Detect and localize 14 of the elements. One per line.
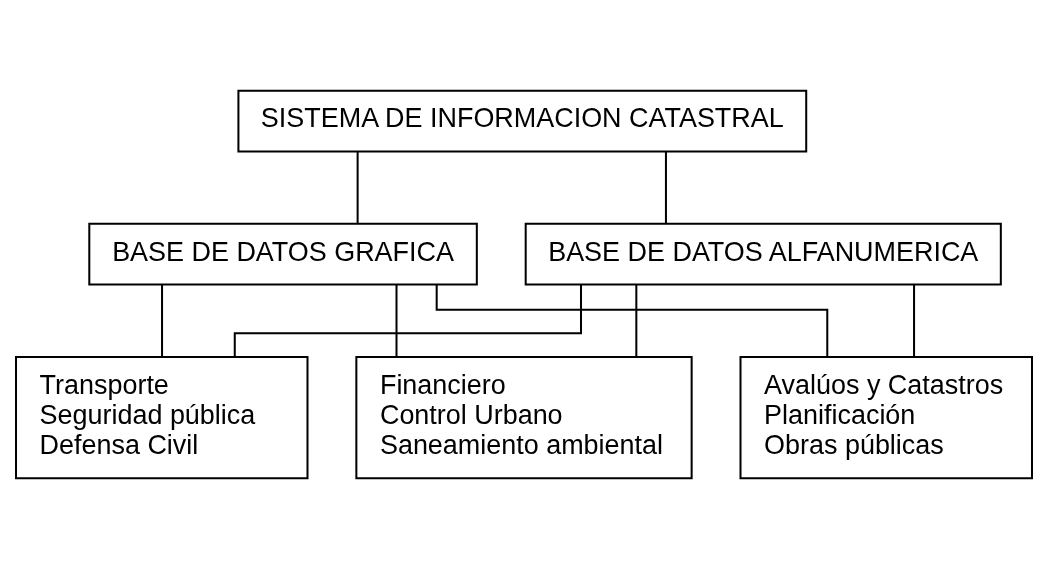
node-box: SISTEMA DE INFORMACION CATASTRAL: [237, 89, 808, 153]
node-box: Avalúos y Catastros Planificación Obras públicas: [739, 355, 1033, 480]
connector: [356, 151, 359, 224]
connector: [395, 284, 398, 357]
connector: [635, 284, 638, 357]
connector: [664, 151, 667, 224]
connector: [233, 284, 582, 357]
node-box: Financiero Control Urbano Saneamiento ambiental: [355, 355, 693, 480]
node-box: BASE DE DATOS GRAFICA: [88, 222, 478, 286]
connector: [435, 284, 829, 357]
node-box: BASE DE DATOS ALFANUMERICA: [524, 222, 1002, 286]
connector: [161, 284, 164, 357]
connector: [913, 284, 916, 357]
node-box: Transporte Seguridad pública Defensa Civil: [15, 355, 309, 480]
